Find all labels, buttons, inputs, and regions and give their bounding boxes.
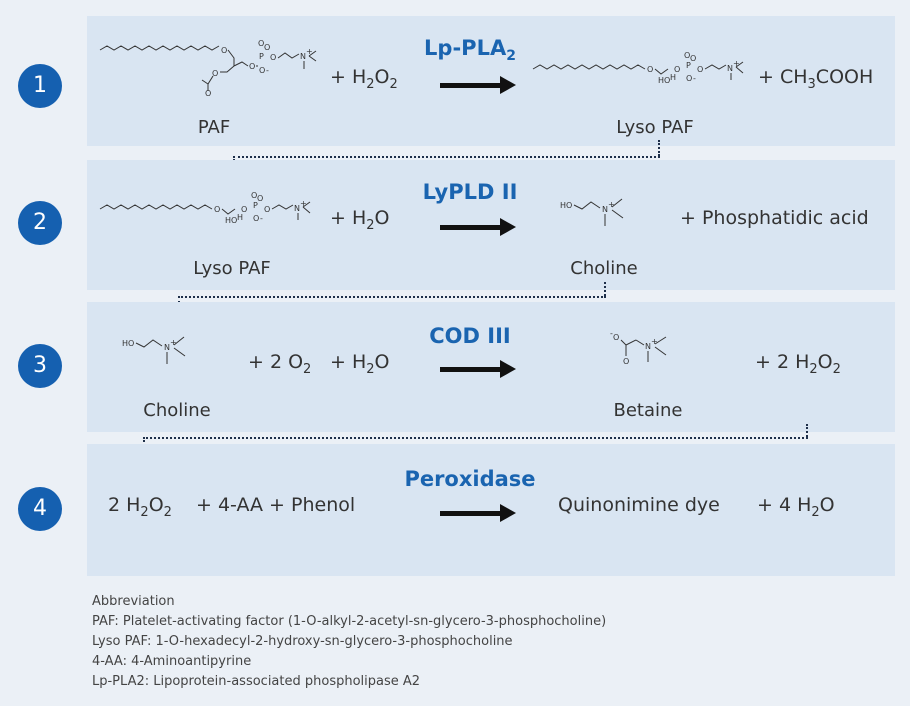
step-3-product-label: Betaine (613, 400, 683, 421)
svg-text:O: O (221, 46, 227, 55)
step-1-byproduct: + CH3COOH (758, 66, 874, 92)
svg-text:O: O (647, 65, 653, 74)
svg-text:+: + (608, 200, 615, 209)
svg-text:N: N (602, 205, 608, 214)
paf-structure: O O O O P O O O - O N + (99, 39, 317, 98)
svg-text:N: N (164, 343, 170, 352)
svg-text:-: - (266, 66, 269, 75)
svg-text:HO: HO (225, 216, 237, 225)
svg-text:N: N (300, 52, 306, 61)
svg-text:O: O (258, 39, 264, 48)
svg-text:HO: HO (122, 339, 134, 348)
abbreviation-line-lyso-paf: Lyso PAF: 1-O-hexadecyl-2-hydroxy-sn-gly… (92, 634, 513, 649)
step-2-enzyme-label: LyPLD II (422, 180, 518, 204)
step-1-reactant-label: PAF (197, 117, 231, 138)
step-3-reagent-water: + H2O (330, 351, 390, 377)
connector-2-3-vertical-right (604, 282, 606, 296)
svg-text:N: N (727, 64, 733, 73)
svg-text:O: O (684, 51, 690, 60)
step-2-reactant-label: Lyso PAF (193, 258, 271, 279)
step-4-reactants-aa-phenol: + 4-AA + Phenol (196, 494, 356, 516)
step-4-panel (87, 444, 895, 576)
abbreviation-line-paf: PAF: Platelet-activating factor (1-O-alk… (92, 614, 607, 629)
step-3-reagent-oxygen: + 2 O2 (248, 351, 312, 377)
abbreviation-line-lp-pla2: Lp-PLA2: Lipoprotein-associated phosphol… (92, 674, 421, 689)
choline-structure-1: HO N + (560, 198, 624, 226)
svg-text:-: - (693, 74, 696, 83)
svg-text:H: H (670, 73, 676, 82)
step-3-enzyme-label: COD III (429, 324, 511, 348)
svg-text:O: O (259, 66, 265, 75)
svg-text:-: - (610, 329, 613, 338)
step-3-reactant-label: Choline (143, 400, 211, 421)
step-1-enzyme-label: Lp-PLA2 (424, 36, 516, 65)
svg-text:O: O (205, 89, 211, 98)
svg-text:N: N (294, 204, 300, 213)
step-4-byproduct: + 4 H2O (757, 494, 835, 520)
svg-text:O: O (253, 214, 259, 223)
svg-text:H: H (237, 213, 243, 222)
step-1-reagent: + H2O2 (330, 66, 398, 92)
svg-text:O: O (674, 65, 680, 74)
svg-text:+: + (306, 47, 313, 56)
svg-text:O: O (251, 191, 257, 200)
abbreviation-section: Abbreviation PAF: Platelet-activating fa… (92, 592, 606, 692)
connector-3-4-horizontal (143, 437, 808, 439)
svg-text:O: O (686, 74, 692, 83)
svg-text:-: - (260, 214, 263, 223)
step-4-reactant-hydrogen-peroxide: 2 H2O2 (108, 494, 172, 520)
svg-text:O: O (249, 62, 255, 71)
step-4-number-badge: 4 (18, 487, 62, 531)
svg-text:+: + (651, 337, 658, 346)
step-3-byproduct: + 2 H2O2 (755, 351, 841, 377)
step-4-enzyme-label: Peroxidase (404, 467, 536, 491)
svg-text:O: O (264, 205, 270, 214)
abbreviation-heading: Abbreviation (92, 594, 175, 609)
step-1-reaction-arrow (440, 76, 516, 94)
betaine-structure: - O O N + (610, 329, 667, 366)
svg-text:O: O (623, 357, 629, 366)
step-2-byproduct: + Phosphatidic acid (680, 207, 869, 229)
step-2-product-label: Choline (570, 258, 638, 279)
choline-structure-2: HO N + (122, 336, 186, 364)
svg-text:O: O (264, 43, 270, 52)
connector-2-3-horizontal (178, 296, 606, 298)
step-1-panel (87, 16, 895, 146)
step-4-product: Quinonimine dye (558, 494, 720, 516)
lyso-paf-structure-1: O HO H O P O O O - O N + (532, 51, 744, 85)
step-1-number-badge: 1 (18, 64, 62, 108)
svg-text:+: + (300, 199, 307, 208)
step-2-reaction-arrow (440, 218, 516, 236)
svg-text:P: P (686, 61, 691, 70)
svg-text:O: O (257, 194, 263, 203)
svg-text:+: + (170, 338, 177, 347)
connector-3-4-vertical-right (806, 424, 808, 437)
connector-1-2-vertical-right (658, 140, 660, 156)
step-2-reagent: + H2O (330, 207, 390, 233)
abbreviation-line-4aa: 4-AA: 4-Aminoantipyrine (92, 654, 252, 669)
svg-text:O: O (270, 53, 276, 62)
step-2-number-badge: 2 (18, 201, 62, 245)
svg-text:N: N (645, 342, 651, 351)
lyso-paf-structure-2: O HO H O P O O O - O N + (99, 191, 311, 225)
connector-1-2-horizontal (233, 156, 660, 158)
svg-text:P: P (259, 52, 264, 61)
svg-text:O: O (214, 205, 220, 214)
svg-text:O: O (241, 205, 247, 214)
svg-text:O: O (697, 65, 703, 74)
svg-text:O: O (212, 69, 218, 78)
step-4-reaction-arrow (440, 504, 516, 522)
svg-text:HO: HO (658, 76, 670, 85)
svg-text:+: + (733, 59, 740, 68)
svg-text:P: P (253, 201, 258, 210)
step-1-product-label: Lyso PAF (616, 117, 694, 138)
step-3-number-badge: 3 (18, 344, 62, 388)
step-3-reaction-arrow (440, 360, 516, 378)
svg-text:O: O (613, 333, 619, 342)
svg-text:HO: HO (560, 201, 572, 210)
svg-text:O: O (690, 54, 696, 63)
